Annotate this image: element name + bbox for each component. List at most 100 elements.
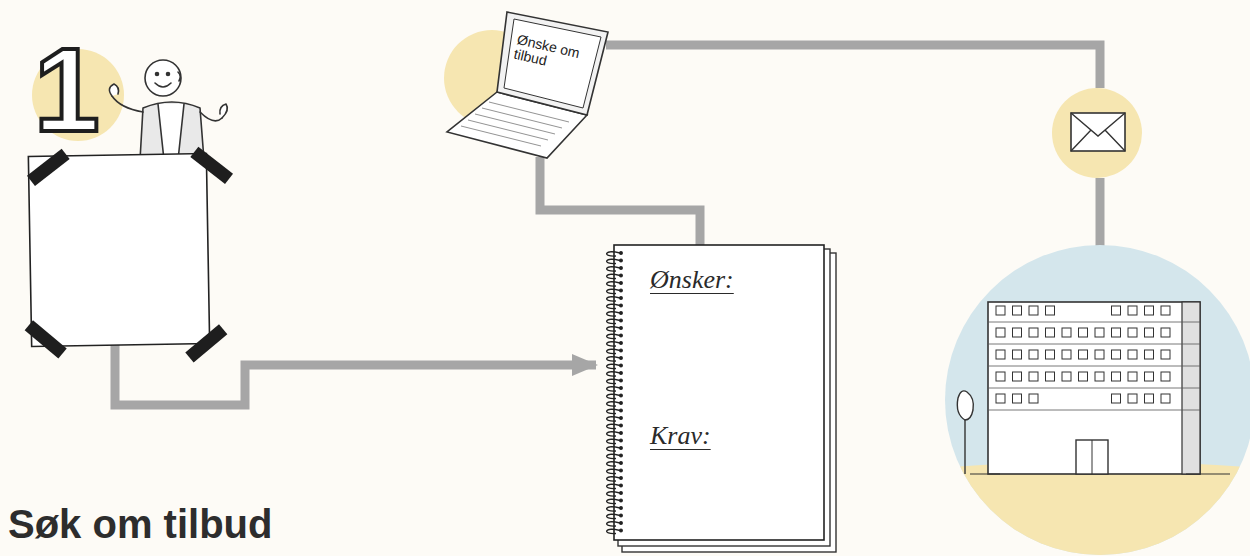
person-figure [109, 60, 227, 160]
notebook-outline-part-part [607, 432, 620, 436]
building-circle-part-part [1161, 372, 1170, 381]
building-circle-part-part [1112, 328, 1121, 337]
building-circle-part-part [1046, 306, 1055, 315]
notebook-outline-part-part [607, 312, 620, 316]
person-figure-part [109, 84, 118, 96]
building-circle-part-part [1128, 350, 1137, 359]
notebook-outline-part-part [607, 484, 620, 488]
building-circle-part-part [996, 394, 1005, 403]
notebook-outline-part-part [607, 402, 620, 406]
notebook-outline-part-part [620, 364, 623, 367]
building-circle-part-part [1029, 306, 1038, 315]
notebook-outline-part-part [620, 424, 623, 427]
laptop: Ønske om tilbud [445, 10, 610, 160]
notebook-outline-part-part [607, 514, 620, 518]
person-figure-part [156, 73, 159, 76]
building-circle-part-part [1079, 350, 1088, 359]
notebook-outline-part-part [620, 454, 623, 457]
notebook-outline-part-part [620, 327, 623, 330]
notebook-outline-part-part [607, 447, 620, 451]
building-circle-part [940, 240, 1250, 556]
building-circle-part-part [1013, 350, 1022, 359]
building-circle-part-part [1046, 350, 1055, 359]
notebook-outline-part-part [607, 492, 620, 496]
person-figure-part [112, 96, 143, 112]
notebook-outline-part-part [620, 522, 623, 525]
notebook-outline-part-part [607, 289, 620, 293]
building-circle-part-part [1112, 372, 1121, 381]
building-circle-part-part [1046, 328, 1055, 337]
connector-arrow [540, 157, 700, 245]
notebook-outline-part-part [620, 334, 623, 337]
notebook-outline-part-part [620, 267, 623, 270]
building-circle-part-part [1046, 372, 1055, 381]
building-circle-part-part [1062, 372, 1071, 381]
building-circle-part-part [1145, 350, 1154, 359]
building-circle-part-part [1079, 372, 1088, 381]
notebook-outline-part-part [620, 342, 623, 345]
notebook-outline-part-part [620, 507, 623, 510]
notebook-outline-part-part [607, 364, 620, 368]
building-circle-part-part [1161, 306, 1170, 315]
notebook-outline-part-part [620, 432, 623, 435]
notebook-outline-part-part [620, 304, 623, 307]
building-circle-part-part [1145, 328, 1154, 337]
notebook-outline-part-part [607, 409, 620, 413]
building-circle-part-part [1029, 372, 1038, 381]
person-figure-part [140, 102, 204, 160]
building-circle-part-part [996, 306, 1005, 315]
notebook-outline-part-part [620, 379, 623, 382]
building-circle-part-part [1013, 328, 1022, 337]
taped-paper-outline-part [190, 147, 233, 184]
taped-paper-outline [30, 155, 208, 345]
notebook-heading: Krav: [650, 421, 711, 451]
notebook-outline-part-part [607, 499, 620, 503]
building-circle-part-part [996, 350, 1005, 359]
laptop-outline-part [504, 19, 601, 108]
taped-paper-outline-part [25, 320, 67, 358]
laptop-outline-part-part [475, 114, 555, 134]
person-figure-part [200, 112, 222, 121]
notebook-outline-part-part [620, 387, 623, 390]
notebook-outline-part-part [620, 447, 623, 450]
notebook-outline-part-part [620, 394, 623, 397]
notebook-outline-part-part [607, 297, 620, 301]
notebook-outline-part-part [607, 304, 620, 308]
notebook-outline-part-part [620, 439, 623, 442]
building-circle-part-part [1079, 328, 1088, 337]
notebook-outline-part-part [620, 312, 623, 315]
building-circle [940, 240, 1250, 556]
notebook-outline-part-part [607, 334, 620, 338]
building-circle-part-part [1161, 394, 1170, 403]
envelope-icon-part [1071, 113, 1125, 151]
building-circle-part [996, 306, 1170, 403]
building-circle-part-part [996, 372, 1005, 381]
notebook-outline-part-part [620, 289, 623, 292]
building-circle-part-part [1029, 394, 1038, 403]
notebook-outline-part-part [607, 477, 620, 481]
notebook-outline-part-part [607, 394, 620, 398]
notebook-outline-part-part [620, 409, 623, 412]
building-circle-part-part [1095, 350, 1104, 359]
person-figure-part [145, 60, 181, 96]
notebook-outline-part-part [607, 342, 620, 346]
laptop-outline-part-part [468, 120, 548, 140]
notebook-outline-part-part [620, 259, 623, 262]
building-circle-part-part [1062, 328, 1071, 337]
notebook-outline-part-part [607, 454, 620, 458]
person-figure-part [178, 72, 180, 81]
notebook-outline-part-part [620, 349, 623, 352]
notebook-outline-part-part [607, 439, 620, 443]
envelope-icon [1052, 88, 1142, 178]
building-circle-part [988, 302, 1200, 474]
notebook-outline-part-part [607, 424, 620, 428]
notebook-outline-part-part [607, 462, 620, 466]
connector-line-part [606, 45, 1100, 88]
laptop-outline-part [497, 12, 608, 115]
taped-paper: 1 [30, 155, 208, 345]
notebook-outline-part-part [620, 462, 623, 465]
building-circle-part [964, 420, 965, 474]
building-circle-part-part [1112, 306, 1121, 315]
notebook-outline-part-part [620, 529, 623, 532]
